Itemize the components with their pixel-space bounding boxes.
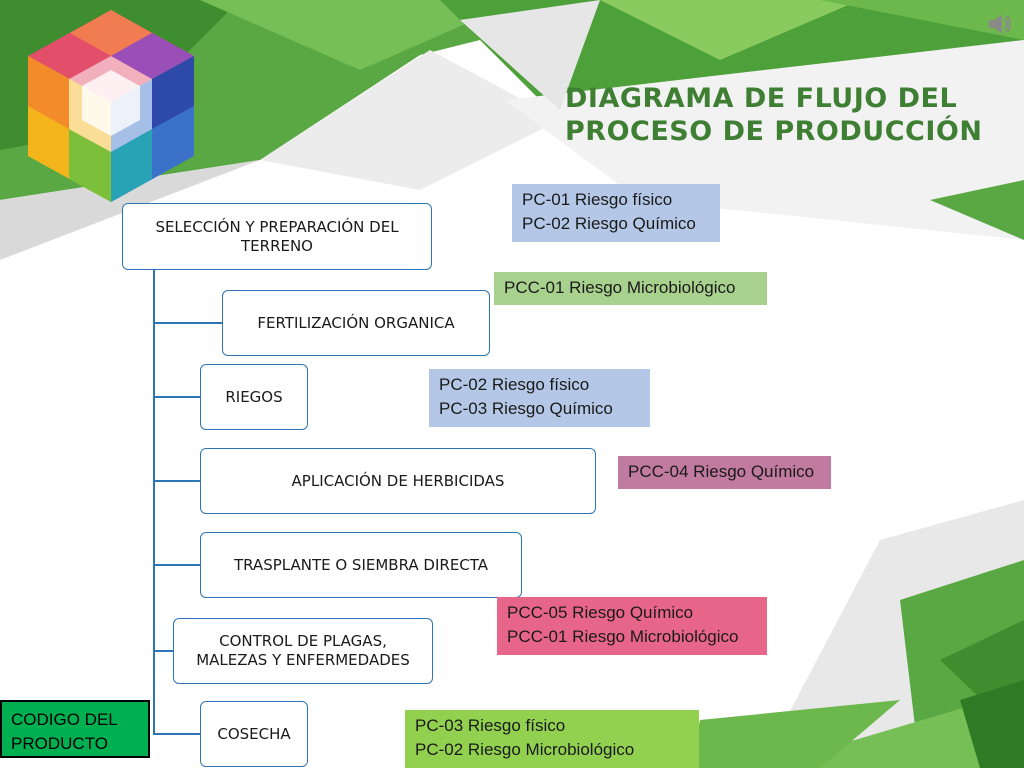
risk-line: PC-02 Riesgo Microbiológico <box>415 740 635 759</box>
connector-branch <box>153 480 201 482</box>
risk-line: PCC-05 Riesgo Químico <box>507 603 694 622</box>
risk-line: PCC-01 Riesgo Microbiológico <box>504 278 736 297</box>
risk-line: PCC-04 Riesgo Químico <box>628 462 815 481</box>
product-code-line: PRODUCTO <box>11 734 108 753</box>
risk-box: PC-01 Riesgo físico PC-02 Riesgo Químico <box>512 184 720 242</box>
step-fertilizacion: FERTILIZACIÓN ORGANICA <box>222 290 490 356</box>
cube-logo <box>28 10 194 202</box>
step-control-plagas: CONTROL DE PLAGAS, MALEZAS Y ENFERMEDADE… <box>173 618 433 684</box>
step-trasplante-siembra: TRASPLANTE O SIEMBRA DIRECTA <box>200 532 522 598</box>
connector-branch <box>153 322 223 324</box>
product-code-box: CODIGO DEL PRODUCTO <box>0 700 150 758</box>
risk-line: PC-02 Riesgo físico <box>439 375 590 394</box>
connector-branch <box>153 650 174 652</box>
risk-box: PC-02 Riesgo físico PC-03 Riesgo Químico <box>429 369 650 427</box>
risk-box: PCC-05 Riesgo Químico PCC-01 Riesgo Micr… <box>497 597 767 655</box>
connector-branch <box>153 564 201 566</box>
page-title: DIAGRAMA DE FLUJO DEL PROCESO DE PRODUCC… <box>565 82 1015 148</box>
step-cosecha: COSECHA <box>200 701 308 767</box>
step-aplicacion-herbicidas: APLICACIÓN DE HERBICIDAS <box>200 448 596 514</box>
connector-branch <box>153 733 201 735</box>
risk-line: PC-01 Riesgo físico <box>522 190 673 209</box>
risk-line: PC-03 Riesgo Químico <box>439 399 613 418</box>
risk-line: PCC-01 Riesgo Microbiológico <box>507 627 739 646</box>
title-line-2: PROCESO DE PRODUCCIÓN <box>565 116 983 147</box>
risk-box: PCC-01 Riesgo Microbiológico <box>494 272 767 305</box>
speaker-icon[interactable] <box>986 10 1014 38</box>
connector-trunk <box>153 270 155 735</box>
risk-line: PC-02 Riesgo Químico <box>522 214 696 233</box>
risk-box: PC-03 Riesgo físico PC-02 Riesgo Microbi… <box>405 710 699 768</box>
step-riegos: RIEGOS <box>200 364 308 430</box>
risk-box: PCC-04 Riesgo Químico <box>618 456 831 489</box>
title-line-1: DIAGRAMA DE FLUJO DEL <box>565 83 958 114</box>
risk-line: PC-03 Riesgo físico <box>415 716 566 735</box>
step-seleccion-preparacion: SELECCIÓN Y PREPARACIÓN DEL TERRENO <box>122 203 432 270</box>
connector-branch <box>153 396 201 398</box>
product-code-line: CODIGO DEL <box>11 710 118 729</box>
